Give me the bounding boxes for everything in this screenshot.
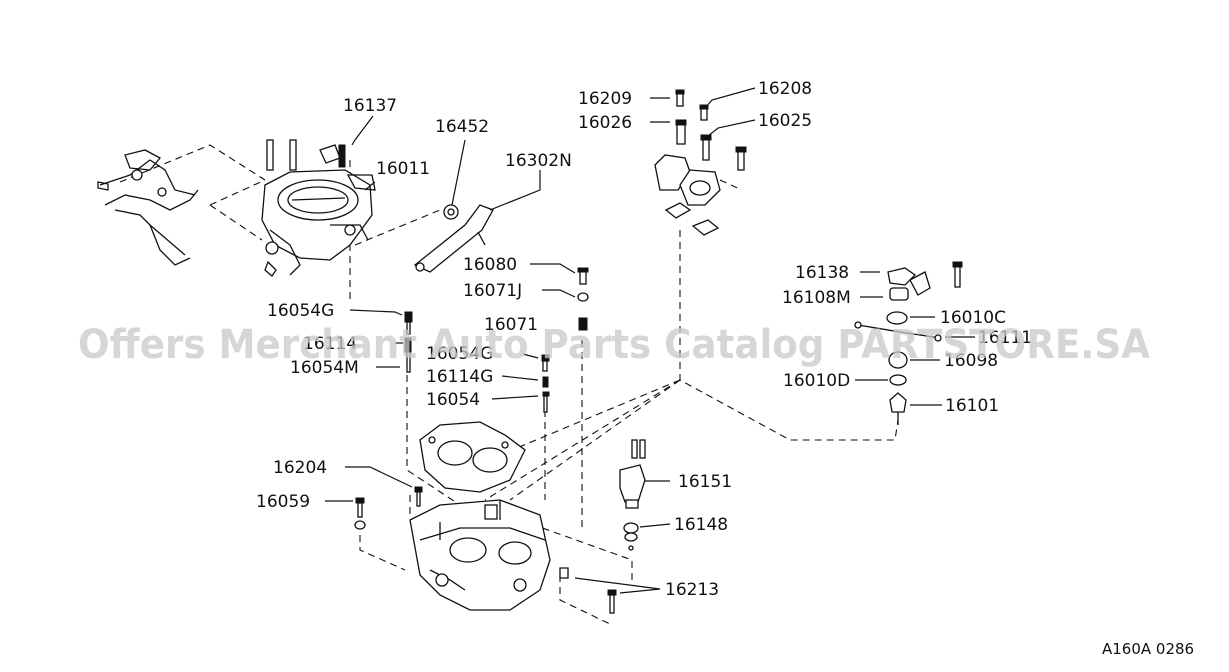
- assembly-dashed-lines: [119, 144, 899, 626]
- label-16054G-upper[interactable]: 16054G: [267, 301, 334, 321]
- label-16151[interactable]: 16151: [678, 472, 732, 492]
- label-16137[interactable]: 16137: [343, 96, 397, 116]
- label-16071[interactable]: 16071: [484, 315, 538, 335]
- label-16054M[interactable]: 16054M: [290, 358, 359, 378]
- jet-assembly-top: [654, 89, 747, 236]
- needle-valve-assembly: [854, 261, 963, 425]
- label-16148[interactable]: 16148: [674, 515, 728, 535]
- lower-screws: [354, 486, 617, 614]
- label-16114G[interactable]: 16114G: [426, 367, 493, 387]
- label-16059[interactable]: 16059: [256, 492, 310, 512]
- label-16138[interactable]: 16138: [795, 263, 849, 283]
- power-valve-assembly: [619, 439, 646, 551]
- label-16098[interactable]: 16098: [944, 351, 998, 371]
- diagram-code: A160A 0286: [1102, 640, 1194, 658]
- carburetor-upper-body: [261, 139, 373, 277]
- label-16010C[interactable]: 16010C: [940, 308, 1006, 328]
- label-16452[interactable]: 16452: [435, 117, 489, 137]
- label-16111[interactable]: 16111: [978, 328, 1032, 348]
- label-16114[interactable]: 16114: [303, 334, 357, 354]
- label-16209[interactable]: 16209: [578, 89, 632, 109]
- leader-lines: [325, 87, 975, 594]
- label-16054[interactable]: 16054: [426, 390, 480, 410]
- label-16026[interactable]: 16026: [578, 113, 632, 133]
- label-16108M[interactable]: 16108M: [782, 288, 851, 308]
- label-16080[interactable]: 16080: [463, 255, 517, 275]
- label-16054G-lower[interactable]: 16054G: [426, 344, 493, 364]
- label-16011[interactable]: 16011: [376, 159, 430, 179]
- label-16208[interactable]: 16208: [758, 79, 812, 99]
- label-16010D[interactable]: 16010D: [783, 371, 850, 391]
- small-parts-middle: [404, 267, 589, 413]
- label-16071J[interactable]: 16071J: [463, 281, 522, 301]
- choke-lever: [413, 204, 494, 273]
- gasket: [419, 421, 526, 493]
- bracket-16137: [319, 144, 376, 191]
- carburetor-lower-body: [409, 499, 551, 611]
- label-16101[interactable]: 16101: [945, 396, 999, 416]
- throttle-linkage: [97, 149, 199, 266]
- part-labels: 16137 16452 16011 16302N 16209 16208 160…: [256, 79, 1032, 600]
- label-16302N[interactable]: 16302N: [505, 151, 572, 171]
- label-16213[interactable]: 16213: [665, 580, 719, 600]
- label-16025[interactable]: 16025: [758, 111, 812, 131]
- label-16204[interactable]: 16204: [273, 458, 327, 478]
- watermark-text: Offers Merchant Auto Parts Catalog PARTS…: [78, 322, 1150, 368]
